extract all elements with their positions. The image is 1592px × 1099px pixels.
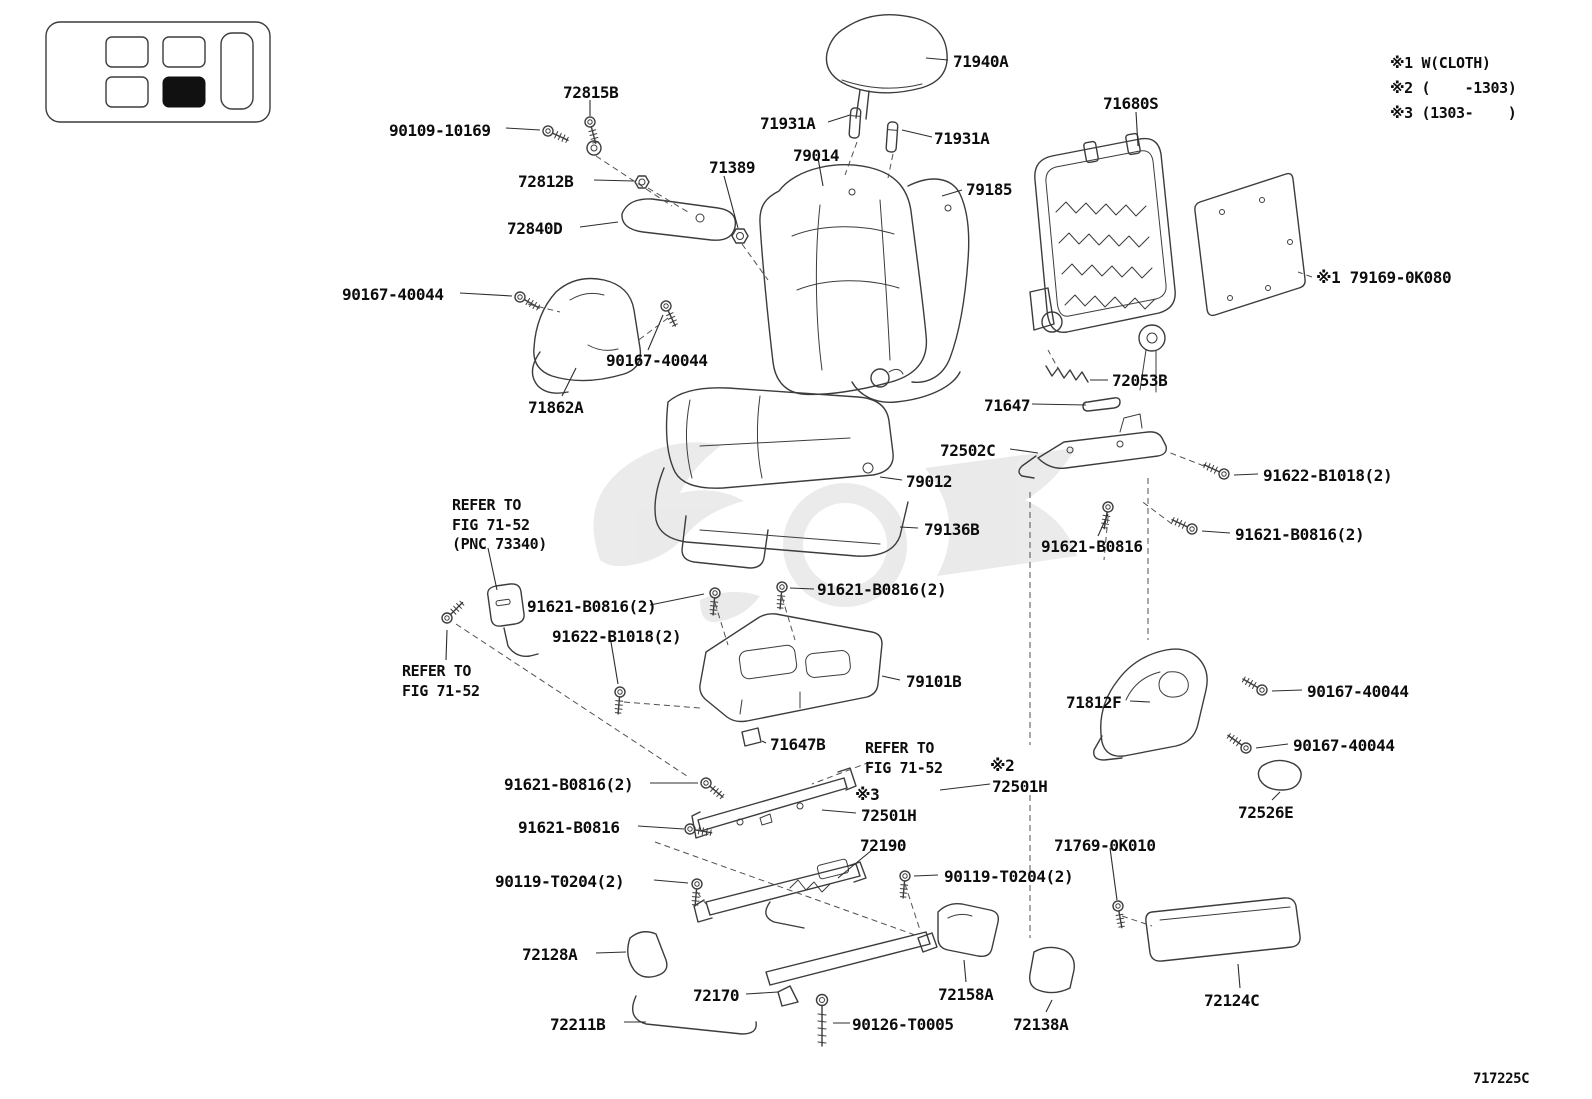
part-label-79136b: 79136B (924, 520, 980, 539)
part-label-91621-b0816-5: 91621-B0816(2) (504, 775, 634, 794)
part-label-71931a-2: 71931A (934, 129, 990, 148)
part-label-72526e: 72526E (1238, 803, 1294, 822)
part-label-79014: 79014 (793, 146, 840, 165)
assembly-dashed-lines (455, 141, 1313, 938)
track-bracket-drawing (937, 902, 1000, 958)
armrest-drawing (621, 198, 737, 241)
note-mark-2: ※2 ( -1303) (1390, 79, 1517, 97)
clip-drawing (741, 727, 762, 747)
part-label-72128a: 72128A (522, 945, 578, 964)
seat-back-cover-drawing (851, 178, 970, 403)
right-upper-rail-drawing (1018, 413, 1168, 479)
left-shield-drawing (531, 277, 642, 394)
part-label-90167-40044-1: 90167-40044 (342, 285, 444, 304)
part-label-79185: 79185 (966, 180, 1013, 199)
mark-3-label: ※3 (855, 785, 880, 804)
seat-back-drawing (759, 163, 952, 396)
part-label-91622-b1018-1: 91622-B1018(2) (1263, 466, 1393, 485)
part-label-90119-t0204-1: 90119-T0204(2) (495, 872, 625, 891)
part-label-72138a: 72138A (1013, 1015, 1069, 1034)
seat-position-indicator (45, 21, 271, 123)
part-label-71862a: 71862A (528, 398, 584, 417)
part-label-91621-b0816-2: 91621-B0816(2) (1235, 525, 1365, 544)
seat-cushion-drawing (665, 387, 894, 489)
note-refer-fig-71-52-pnc-73340: REFER TO FIG 71-52 (PNC 73340) (452, 496, 547, 553)
leader-lines (445, 57, 1303, 1024)
part-label-90126-t0005: 90126-T0005 (852, 1015, 954, 1034)
part-label-91621-b0816-6: 91621-B0816 (518, 818, 620, 837)
diagram-code: 717225C (1473, 1071, 1530, 1087)
part-label-72190: 72190 (860, 836, 907, 855)
shield-cap-drawing (1257, 759, 1302, 791)
side-panel-drawing (1145, 897, 1301, 962)
part-label-71769-0k010: 71769-0K010 (1054, 836, 1156, 855)
part-label-72211b: 72211B (550, 1015, 606, 1034)
part-label-71812f: 71812F (1066, 693, 1122, 712)
part-label-71940a: 71940A (953, 52, 1009, 71)
part-label-72815b: 72815B (563, 83, 619, 102)
headrest-drawing (825, 13, 948, 120)
right-shield-drawing (1093, 648, 1208, 761)
part-label-72053b: 72053B (1112, 371, 1168, 390)
part-label-90109-10169: 90109-10169 (389, 121, 491, 140)
note-mark-1: ※1 W(CLOTH) (1390, 54, 1491, 72)
bolt-icons (439, 115, 1270, 930)
part-label-71389: 71389 (709, 158, 756, 177)
cushion-shell-drawing (654, 467, 909, 569)
upper-track-drawing (691, 767, 857, 839)
front-cover-drawing (627, 931, 668, 978)
part-label-90167-40044-4: 90167-40044 (1293, 736, 1395, 755)
part-label-91621-b0816-1: 91621-B0816 (1041, 537, 1143, 556)
part-label-90167-40044-2: 90167-40044 (606, 351, 708, 370)
headrest-support-drawing (848, 107, 899, 153)
part-label-79169-0k080: ※1 79169-0K080 (1316, 268, 1452, 287)
part-label-71680s: 71680S (1103, 94, 1159, 113)
part-label-72124c: 72124C (1204, 991, 1260, 1010)
part-label-91621-b0816-3: 91621-B0816(2) (527, 597, 657, 616)
part-label-71647b: 71647B (770, 735, 826, 754)
belt-buckle-drawing (486, 583, 539, 657)
part-label-71647: 71647 (984, 396, 1031, 415)
wire-drawing (632, 995, 757, 1035)
part-label-90119-t0204-2: 90119-T0204(2) (944, 867, 1074, 886)
part-label-72170: 72170 (693, 986, 740, 1005)
part-label-72812b: 72812B (518, 172, 574, 191)
part-label-72501h-1: 72501H (992, 777, 1048, 796)
part-label-79012: 79012 (906, 472, 953, 491)
note-refer-fig-71-52-mid: REFER TO FIG 71-52 (865, 739, 943, 777)
seat-back-frame-drawing (1029, 132, 1176, 393)
part-label-90167-40044-3: 90167-40044 (1307, 682, 1409, 701)
lower-track-drawing (693, 858, 938, 1007)
part-label-72158a: 72158A (938, 985, 994, 1004)
note-mark-3: ※3 (1303- ) (1390, 104, 1517, 122)
part-label-72502c: 72502C (940, 441, 996, 460)
long-screw-drawing (815, 993, 829, 1047)
part-label-79101b: 79101B (906, 672, 962, 691)
part-label-72840d: 72840D (507, 219, 563, 238)
part-label-91622-b1018-2: 91622-B1018(2) (552, 627, 682, 646)
part-label-71931a-1: 71931A (760, 114, 816, 133)
part-label-91621-b0816-4: 91621-B0816(2) (817, 580, 947, 599)
mark-2-label: ※2 (990, 756, 1015, 775)
part-label-72501h-2: 72501H (861, 806, 917, 825)
recliner-spring-drawing (1045, 365, 1121, 412)
seat-back-board-drawing (1194, 172, 1306, 317)
track-cover-drawing (1028, 946, 1075, 994)
note-refer-fig-71-52-left: REFER TO FIG 71-52 (402, 662, 480, 700)
seat-frame-drawing (699, 613, 883, 723)
